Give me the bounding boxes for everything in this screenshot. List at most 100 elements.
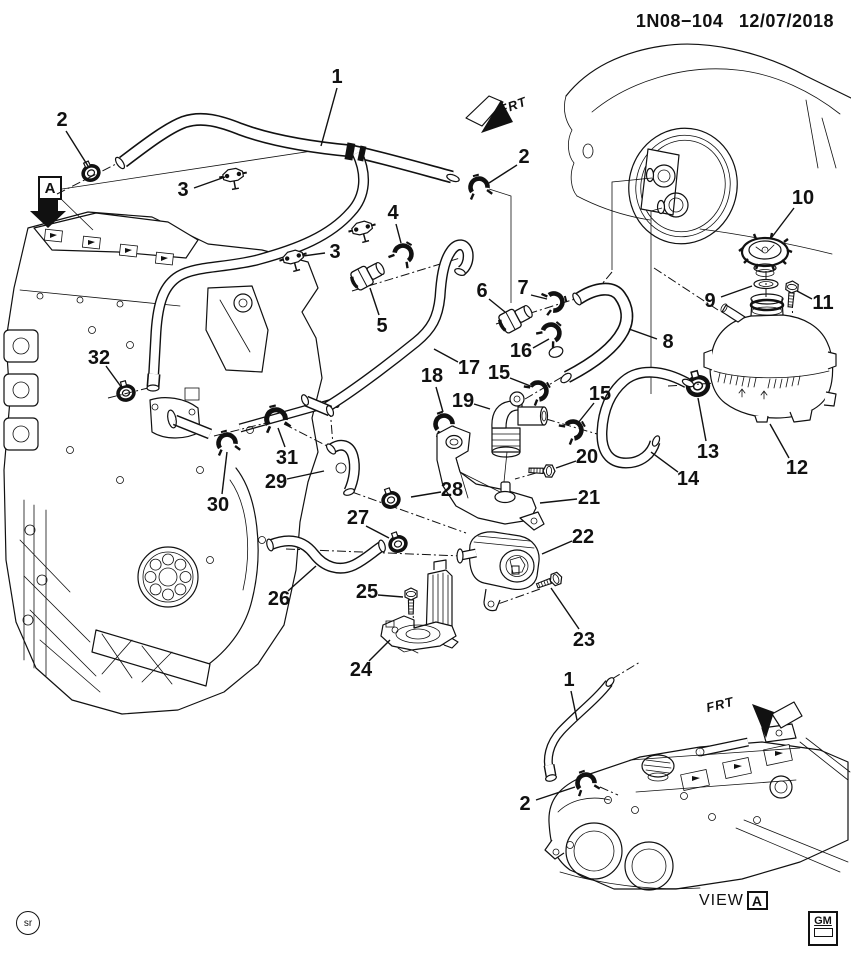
pump-22 bbox=[456, 531, 540, 612]
clip-3a bbox=[217, 165, 251, 193]
callout-leader bbox=[796, 290, 813, 300]
author-stamp: sr bbox=[16, 911, 40, 935]
callout-number: 22 bbox=[572, 526, 594, 548]
callout-leader bbox=[555, 460, 577, 469]
callout-leader bbox=[769, 423, 790, 459]
callout-number: 19 bbox=[452, 390, 474, 412]
clamp-15a bbox=[524, 375, 554, 405]
callout-number: 2 bbox=[56, 109, 67, 131]
gm-logo-sub bbox=[813, 928, 833, 937]
callout-leader bbox=[539, 498, 578, 504]
callout-leader bbox=[488, 298, 506, 313]
callout-number: 23 bbox=[573, 629, 595, 651]
callout-number: 25 bbox=[356, 581, 378, 603]
callout-number: 3 bbox=[177, 179, 188, 201]
section-marker-a: A bbox=[38, 176, 62, 200]
gm-logo: GM bbox=[808, 911, 838, 946]
bolt-25 bbox=[404, 587, 418, 615]
coolant-reservoir-line-art bbox=[684, 232, 837, 423]
view-label: VIEW bbox=[699, 891, 744, 909]
section-a-arrow bbox=[30, 200, 66, 228]
bracket-21 bbox=[436, 425, 545, 531]
callout-number: 7 bbox=[517, 277, 528, 299]
callout-leader bbox=[377, 594, 404, 598]
engine-front-line-art bbox=[3, 211, 340, 715]
callout-number: 20 bbox=[576, 446, 598, 468]
callout-number: 2 bbox=[519, 793, 530, 815]
callout-number: 10 bbox=[792, 187, 814, 209]
clamp-4 bbox=[388, 238, 418, 268]
callout-leader bbox=[509, 377, 534, 388]
callout-leader bbox=[395, 223, 402, 244]
callout-leader bbox=[433, 348, 459, 363]
callout-leader bbox=[193, 176, 226, 189]
callout-number: 6 bbox=[476, 280, 487, 302]
bolt-23 bbox=[534, 570, 565, 593]
callout-leader bbox=[369, 287, 380, 316]
clamp-7 bbox=[541, 288, 568, 315]
callout-leader bbox=[410, 491, 442, 498]
callout-number: 12 bbox=[786, 457, 808, 479]
callout-number: 8 bbox=[662, 331, 673, 353]
document-reference: 1N08−104 12/07/2018 bbox=[626, 11, 834, 32]
callout-leader bbox=[435, 386, 444, 413]
callout-leader bbox=[771, 207, 795, 238]
clamp-2-left bbox=[76, 156, 104, 185]
clamp-27 bbox=[384, 528, 410, 556]
callout-number: 28 bbox=[441, 479, 463, 501]
callout-leader bbox=[650, 451, 679, 473]
callout-number: 27 bbox=[347, 507, 369, 529]
callout-number: 14 bbox=[677, 468, 700, 490]
cap-seal-line-art bbox=[753, 278, 779, 290]
callout-leader bbox=[365, 525, 390, 539]
clip-3c bbox=[345, 217, 381, 247]
callout-number: 24 bbox=[350, 659, 373, 681]
connector-5 bbox=[347, 256, 390, 294]
callout-number: 29 bbox=[265, 471, 287, 493]
callout-number: 1 bbox=[331, 66, 342, 88]
clamp-30 bbox=[213, 429, 240, 456]
callout-number: 1 bbox=[563, 669, 574, 691]
callout-leader bbox=[550, 587, 580, 630]
callout-number: 2 bbox=[518, 146, 529, 168]
doc-number: 1N08−104 bbox=[635, 11, 724, 31]
doc-date: 12/07/2018 bbox=[738, 11, 834, 31]
body-cowl-line-art bbox=[564, 43, 851, 394]
callout-number: 3 bbox=[329, 241, 340, 263]
callout-number: 30 bbox=[207, 494, 229, 516]
small-parts-line-art bbox=[76, 156, 589, 654]
callout-leader bbox=[628, 328, 658, 340]
callout-leader bbox=[65, 130, 89, 167]
callout-number: 21 bbox=[578, 487, 600, 509]
callout-number: 4 bbox=[387, 202, 399, 224]
callout-number: 16 bbox=[510, 340, 532, 362]
section-letter: A bbox=[44, 179, 56, 197]
callout-number: 26 bbox=[268, 588, 290, 610]
callout-leader bbox=[577, 402, 595, 424]
elbow-19 bbox=[491, 391, 549, 458]
callout-leader bbox=[277, 427, 286, 448]
callout-leader bbox=[368, 639, 391, 662]
callout-leader bbox=[105, 365, 123, 389]
callout-leader bbox=[535, 786, 576, 801]
view-a-caption: VIEW A bbox=[699, 891, 768, 910]
callout-number: 11 bbox=[812, 292, 833, 314]
callout-leader bbox=[473, 403, 491, 410]
callout-leader bbox=[532, 338, 550, 349]
clamp-2-right bbox=[465, 173, 492, 200]
bolt-11 bbox=[783, 279, 800, 309]
callout-number: 9 bbox=[704, 290, 715, 312]
callout-number: 13 bbox=[697, 441, 719, 463]
callout-leader bbox=[488, 164, 518, 184]
callout-leader bbox=[320, 87, 338, 147]
reservoir-cap-line-art bbox=[738, 232, 793, 277]
view-a-engine-line-art bbox=[543, 677, 851, 891]
bolt-20 bbox=[528, 463, 556, 478]
callout-leader bbox=[302, 252, 326, 257]
ring-16 bbox=[548, 346, 564, 358]
connector-6 bbox=[495, 299, 538, 337]
callout-leader bbox=[530, 294, 548, 300]
